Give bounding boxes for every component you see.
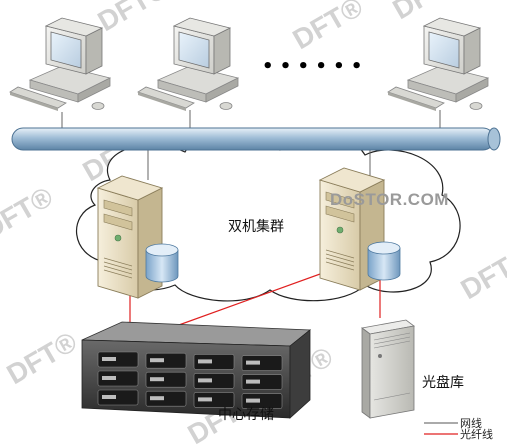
workstation-computer [137,17,239,112]
drive-bay [97,370,139,387]
drive-bay [241,355,283,371]
drive-bay-handle [198,359,212,364]
legend-network-label: 网线 [460,417,482,430]
drive-bay [97,389,139,406]
drive-bay [193,392,235,408]
drive-bay [145,390,187,407]
dft-watermark: DFT® [93,0,174,37]
drive-bay-handle [102,376,116,380]
drive-bay [145,371,187,388]
drive-bay-handle [246,379,260,384]
network-bus [11,127,501,151]
database-cylinder-icon [367,241,401,281]
drive-bay [241,374,283,390]
dostor-watermark: DoSTOR.COM [330,190,449,209]
drive-bay-handle [246,398,260,403]
drive-bay-handle [198,378,212,383]
dft-watermark: DFT® [288,0,369,55]
legend [424,422,458,435]
drive-bay [241,393,283,409]
drive-bay-handle [102,357,116,361]
database-cylinder-icon [145,243,179,283]
dft-watermark: DFT® [0,181,58,246]
network-cables [61,110,441,180]
workstation-computer [9,17,111,112]
drive-bay [193,373,235,389]
legend-fiber-label: 光纤线 [460,428,493,441]
storage-label: 中心存储 [218,407,274,423]
drive-bay-handle [150,358,164,363]
drive-bay-handle [246,360,260,365]
drive-bay-handle [150,396,164,401]
drive-bay-handle [102,395,116,399]
drive-bay-handle [150,377,164,382]
dft-watermark: DFT® [388,0,469,25]
cluster-label: 双机集群 [228,219,284,235]
drive-bay [145,352,187,369]
drive-bay-handle [198,397,212,402]
drive-bay [193,354,235,370]
optical-library-label: 光盘库 [422,375,464,391]
more-computers-ellipsis: • • • • • • [262,56,362,77]
optical-disc-library [361,319,415,419]
central-storage-array [81,321,312,419]
drive-bay [97,351,139,368]
dft-watermark: DFT® [2,326,83,391]
workstation-computer [387,17,489,112]
dft-watermark: DFT® [456,241,507,306]
